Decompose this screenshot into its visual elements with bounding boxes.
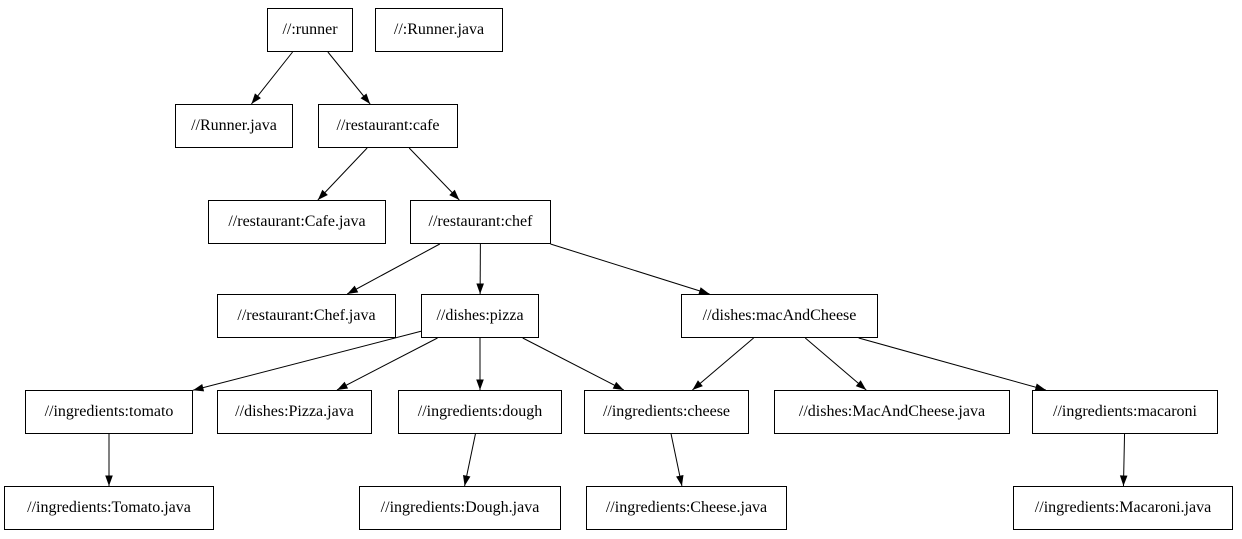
graph-node-label: //dishes:Pizza.java [235, 403, 354, 420]
graph-node-label: //restaurant:cafe [336, 117, 440, 134]
graph-node-pizza: //dishes:pizza [421, 294, 539, 338]
graph-node-macaroni-java: //ingredients:Macaroni.java [1013, 486, 1233, 530]
graph-edge-cafe-to-cafe-java [317, 147, 368, 201]
graph-node-tomato-java: //ingredients:Tomato.java [4, 486, 214, 530]
graph-node-label: //dishes:pizza [436, 307, 524, 324]
graph-node-macaroni: //ingredients:macaroni [1032, 390, 1218, 434]
graph-node-chef-java: //restaurant:Chef.java [217, 294, 396, 338]
graph-edge-mac-and-cheese-to-mac-and-cheese-java [804, 337, 867, 391]
graph-node-runner-java-src: //:Runner.java [375, 8, 503, 52]
graph-node-label: //ingredients:Macaroni.java [1034, 499, 1212, 516]
graph-edge-mac-and-cheese-to-cheese [692, 337, 754, 391]
graph-node-label: //ingredients:Dough.java [380, 499, 540, 516]
graph-node-label: //dishes:MacAndCheese.java [798, 403, 986, 420]
graph-node-label: //ingredients:Tomato.java [27, 499, 191, 516]
graph-node-tomato: //ingredients:tomato [25, 390, 193, 434]
graph-edge-dough-to-dough-java [463, 433, 476, 487]
graph-edge-macaroni-to-macaroni-java [1119, 433, 1128, 487]
graph-node-runner: //:runner [267, 8, 353, 52]
graph-edge-cheese-to-cheese-java [670, 433, 684, 487]
graph-node-mac-and-cheese-java: //dishes:MacAndCheese.java [774, 390, 1010, 434]
graph-edge-runner-to-runner-java [251, 51, 293, 105]
graph-node-label: //:Runner.java [393, 21, 485, 38]
graph-node-label: //restaurant:Chef.java [237, 307, 376, 324]
graph-node-dough-java: //ingredients:Dough.java [359, 486, 561, 530]
graph-node-label: //ingredients:tomato [44, 403, 174, 420]
graph-node-label: //ingredients:Cheese.java [605, 499, 768, 516]
graph-edge-cafe-to-chef [408, 147, 460, 201]
graph-edge-pizza-to-tomato [192, 330, 422, 392]
graph-node-cafe: //restaurant:cafe [318, 104, 458, 148]
graph-edge-chef-to-mac-and-cheese [550, 243, 710, 295]
graph-edge-runner-to-cafe [327, 51, 371, 105]
graph-node-label: //restaurant:Cafe.java [228, 213, 366, 230]
graph-node-label: //Runner.java [191, 117, 277, 134]
graph-node-runner-java: //Runner.java [175, 104, 293, 148]
graph-node-label: //ingredients:macaroni [1053, 403, 1197, 420]
graph-node-label: //ingredients:dough [417, 403, 543, 420]
graph-edge-chef-to-chef-java [346, 243, 441, 295]
graph-node-chef: //restaurant:chef [410, 200, 551, 244]
graph-edge-pizza-to-pizza-java [336, 337, 438, 391]
graph-node-cafe-java: //restaurant:Cafe.java [208, 200, 386, 244]
graph-node-mac-and-cheese: //dishes:macAndCheese [681, 294, 878, 338]
graph-edge-mac-and-cheese-to-macaroni [858, 337, 1046, 391]
graph-node-label: //:runner [282, 21, 338, 38]
graph-edge-pizza-to-cheese [522, 337, 624, 391]
graph-node-pizza-java: //dishes:Pizza.java [217, 390, 372, 434]
graph-node-cheese-java: //ingredients:Cheese.java [586, 486, 787, 530]
graph-node-label: //dishes:macAndCheese [702, 307, 857, 324]
graph-node-cheese: //ingredients:cheese [584, 390, 749, 434]
graph-node-label: //restaurant:chef [428, 213, 533, 230]
graph-node-dough: //ingredients:dough [398, 390, 562, 434]
graph-node-label: //ingredients:cheese [602, 403, 731, 420]
